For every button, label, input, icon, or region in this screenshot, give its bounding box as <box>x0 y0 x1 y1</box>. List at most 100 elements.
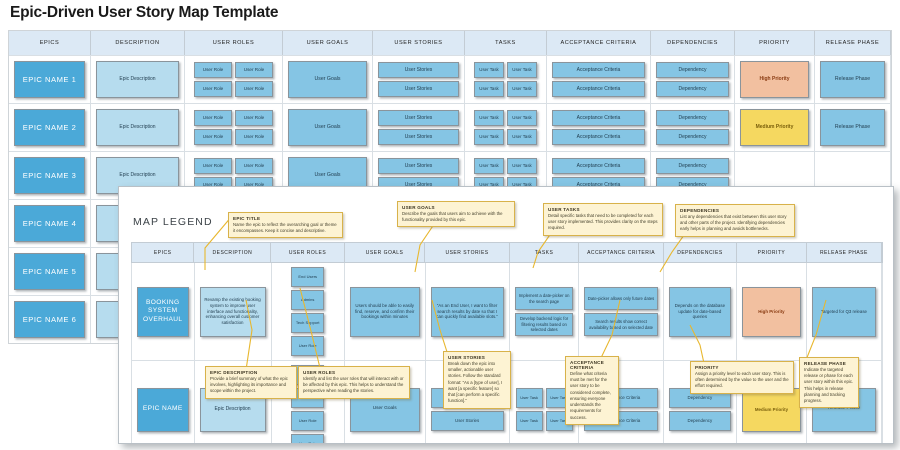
dependency-card[interactable]: Dependency <box>656 110 729 126</box>
legend-description-card[interactable]: Revamp the existing booking system to im… <box>199 286 266 337</box>
legend-user-story-card[interactable]: User Stories <box>430 411 504 431</box>
legend-user-role-card[interactable]: User Role <box>291 434 325 443</box>
task-card[interactable]: User Task <box>474 81 504 97</box>
callout-body: Provide a brief summary of what the epic… <box>210 376 288 394</box>
legend-column-header: TASKS <box>510 243 580 262</box>
dependency-card[interactable]: Dependency <box>656 158 729 174</box>
user-role-card[interactable]: User Role <box>194 62 232 78</box>
task-card[interactable]: User Task <box>474 158 504 174</box>
acceptance-criteria-card[interactable]: Acceptance Criteria <box>552 62 645 78</box>
user-role-card[interactable]: User Role <box>235 81 273 97</box>
board-column-header: USER ROLES <box>185 31 283 55</box>
legend-dependency-card[interactable]: Dependency <box>668 411 732 431</box>
user-role-card[interactable]: User Role <box>194 158 232 174</box>
user-story-card[interactable]: User Stories <box>378 62 459 78</box>
legend-priority-card[interactable]: Medium Priority <box>742 387 801 432</box>
legend-user-role-card[interactable]: End Users <box>291 267 325 287</box>
user-role-card[interactable]: User Role <box>235 62 273 78</box>
epic-card[interactable]: EPIC NAME 5 <box>14 253 85 290</box>
priority-card[interactable]: High Priority <box>740 61 809 98</box>
legend-column-header: USER STORIES <box>425 243 510 262</box>
user-story-card[interactable]: User Stories <box>378 158 459 174</box>
task-card[interactable]: User Task <box>474 129 504 145</box>
board-cell-user-goals: User Goals <box>283 56 373 103</box>
legend-user-story-card[interactable]: “As an End User, I want to filter search… <box>430 286 504 337</box>
legend-epic-card[interactable]: BOOKING SYSTEM OVERHAUL <box>137 286 189 337</box>
legend-user-role-card[interactable]: User Role <box>291 411 325 431</box>
legend-priority-card[interactable]: High Priority <box>742 286 801 337</box>
board-cell-epics: EPIC NAME 3 <box>9 152 91 199</box>
epic-card[interactable]: EPIC NAME 2 <box>14 109 85 146</box>
board-cell-description: Epic Description <box>91 104 185 151</box>
legend-release-phase-card[interactable]: Targeted for Q3 release <box>811 286 876 337</box>
acceptance-criteria-card[interactable]: Acceptance Criteria <box>552 158 645 174</box>
release-phase-card[interactable]: Release Phase <box>820 109 885 146</box>
board-column-header: EPICS <box>9 31 91 55</box>
user-goal-card[interactable]: User Goals <box>288 109 367 146</box>
legend-acceptance-criteria-card[interactable]: Date-picker allows only future dates <box>584 287 658 310</box>
user-story-card[interactable]: User Stories <box>378 129 459 145</box>
legend-cell-priority: High Priority <box>737 263 807 360</box>
legend-task-card[interactable]: User Task <box>515 388 543 408</box>
description-card[interactable]: Epic Description <box>96 61 179 98</box>
callout-body: Break down the epic into smaller, action… <box>448 361 503 404</box>
user-role-card[interactable]: User Role <box>235 129 273 145</box>
task-card[interactable]: User Task <box>474 110 504 126</box>
epic-card[interactable]: EPIC NAME 3 <box>14 157 85 194</box>
epic-card[interactable]: EPIC NAME 4 <box>14 205 85 242</box>
board-cell-release-phase: Release Phase <box>815 104 891 151</box>
task-card[interactable]: User Task <box>507 158 537 174</box>
user-story-card[interactable]: User Stories <box>378 110 459 126</box>
legend-task-card[interactable]: Develop backend logic for filtering resu… <box>514 313 574 336</box>
dependency-card[interactable]: Dependency <box>656 62 729 78</box>
user-story-card[interactable]: User Stories <box>378 81 459 97</box>
user-role-card[interactable]: User Role <box>194 129 232 145</box>
user-role-card[interactable]: User Role <box>194 110 232 126</box>
epic-card[interactable]: EPIC NAME 6 <box>14 301 85 338</box>
user-role-card[interactable]: User Role <box>235 158 273 174</box>
board-cell-release-phase <box>815 152 891 199</box>
epic-card[interactable]: EPIC NAME 1 <box>14 61 85 98</box>
legend-user-goal-card[interactable]: Users should be able to easily find, res… <box>349 286 420 337</box>
legend-task-card[interactable]: User Task <box>515 411 543 431</box>
user-role-card[interactable]: User Role <box>194 81 232 97</box>
callout-heading: ACCEPTANCE CRITERIA <box>570 360 605 370</box>
task-card[interactable]: User Task <box>474 62 504 78</box>
acceptance-criteria-card[interactable]: Acceptance Criteria <box>552 110 645 126</box>
user-goal-card[interactable]: User Goals <box>288 61 367 98</box>
board-cell-epics: EPIC NAME 6 <box>9 296 91 343</box>
callout-heading: USER TASKS <box>548 207 580 212</box>
dependency-card[interactable]: Dependency <box>656 129 729 145</box>
dependency-card[interactable]: Dependency <box>656 81 729 97</box>
task-card[interactable]: User Task <box>507 129 537 145</box>
acceptance-criteria-card[interactable]: Acceptance Criteria <box>552 129 645 145</box>
acceptance-criteria-card[interactable]: Acceptance Criteria <box>552 81 645 97</box>
release-phase-card[interactable]: Release Phase <box>820 61 885 98</box>
board-column-header: PRIORITY <box>735 31 815 55</box>
legend-cell-description: Revamp the existing booking system to im… <box>195 263 272 360</box>
legend-task-card[interactable]: Implement a date-picker on the search pa… <box>514 287 574 310</box>
task-card[interactable]: User Task <box>507 81 537 97</box>
board-cell-description: Epic Description <box>91 56 185 103</box>
legend-user-role-card[interactable]: Tech Support <box>291 313 325 333</box>
legend-user-role-card[interactable]: Admins <box>291 290 325 310</box>
legend-dependency-card[interactable]: Depends on the database update for date-… <box>668 286 732 337</box>
task-card[interactable]: User Task <box>507 110 537 126</box>
task-card[interactable]: User Task <box>507 62 537 78</box>
callout-body: Identify and list the user roles that wi… <box>303 376 404 394</box>
priority-card[interactable]: Medium Priority <box>740 109 809 146</box>
legend-epic-card[interactable]: EPIC NAME <box>137 387 189 432</box>
legend-acceptance-criteria-card[interactable]: Search results show correct availability… <box>584 313 658 336</box>
board-column-header: ACCEPTANCE CRITERIA <box>547 31 651 55</box>
user-role-card[interactable]: User Role <box>235 110 273 126</box>
description-card[interactable]: Epic Description <box>96 109 179 146</box>
legend-user-role-card[interactable]: User Role <box>291 336 325 356</box>
